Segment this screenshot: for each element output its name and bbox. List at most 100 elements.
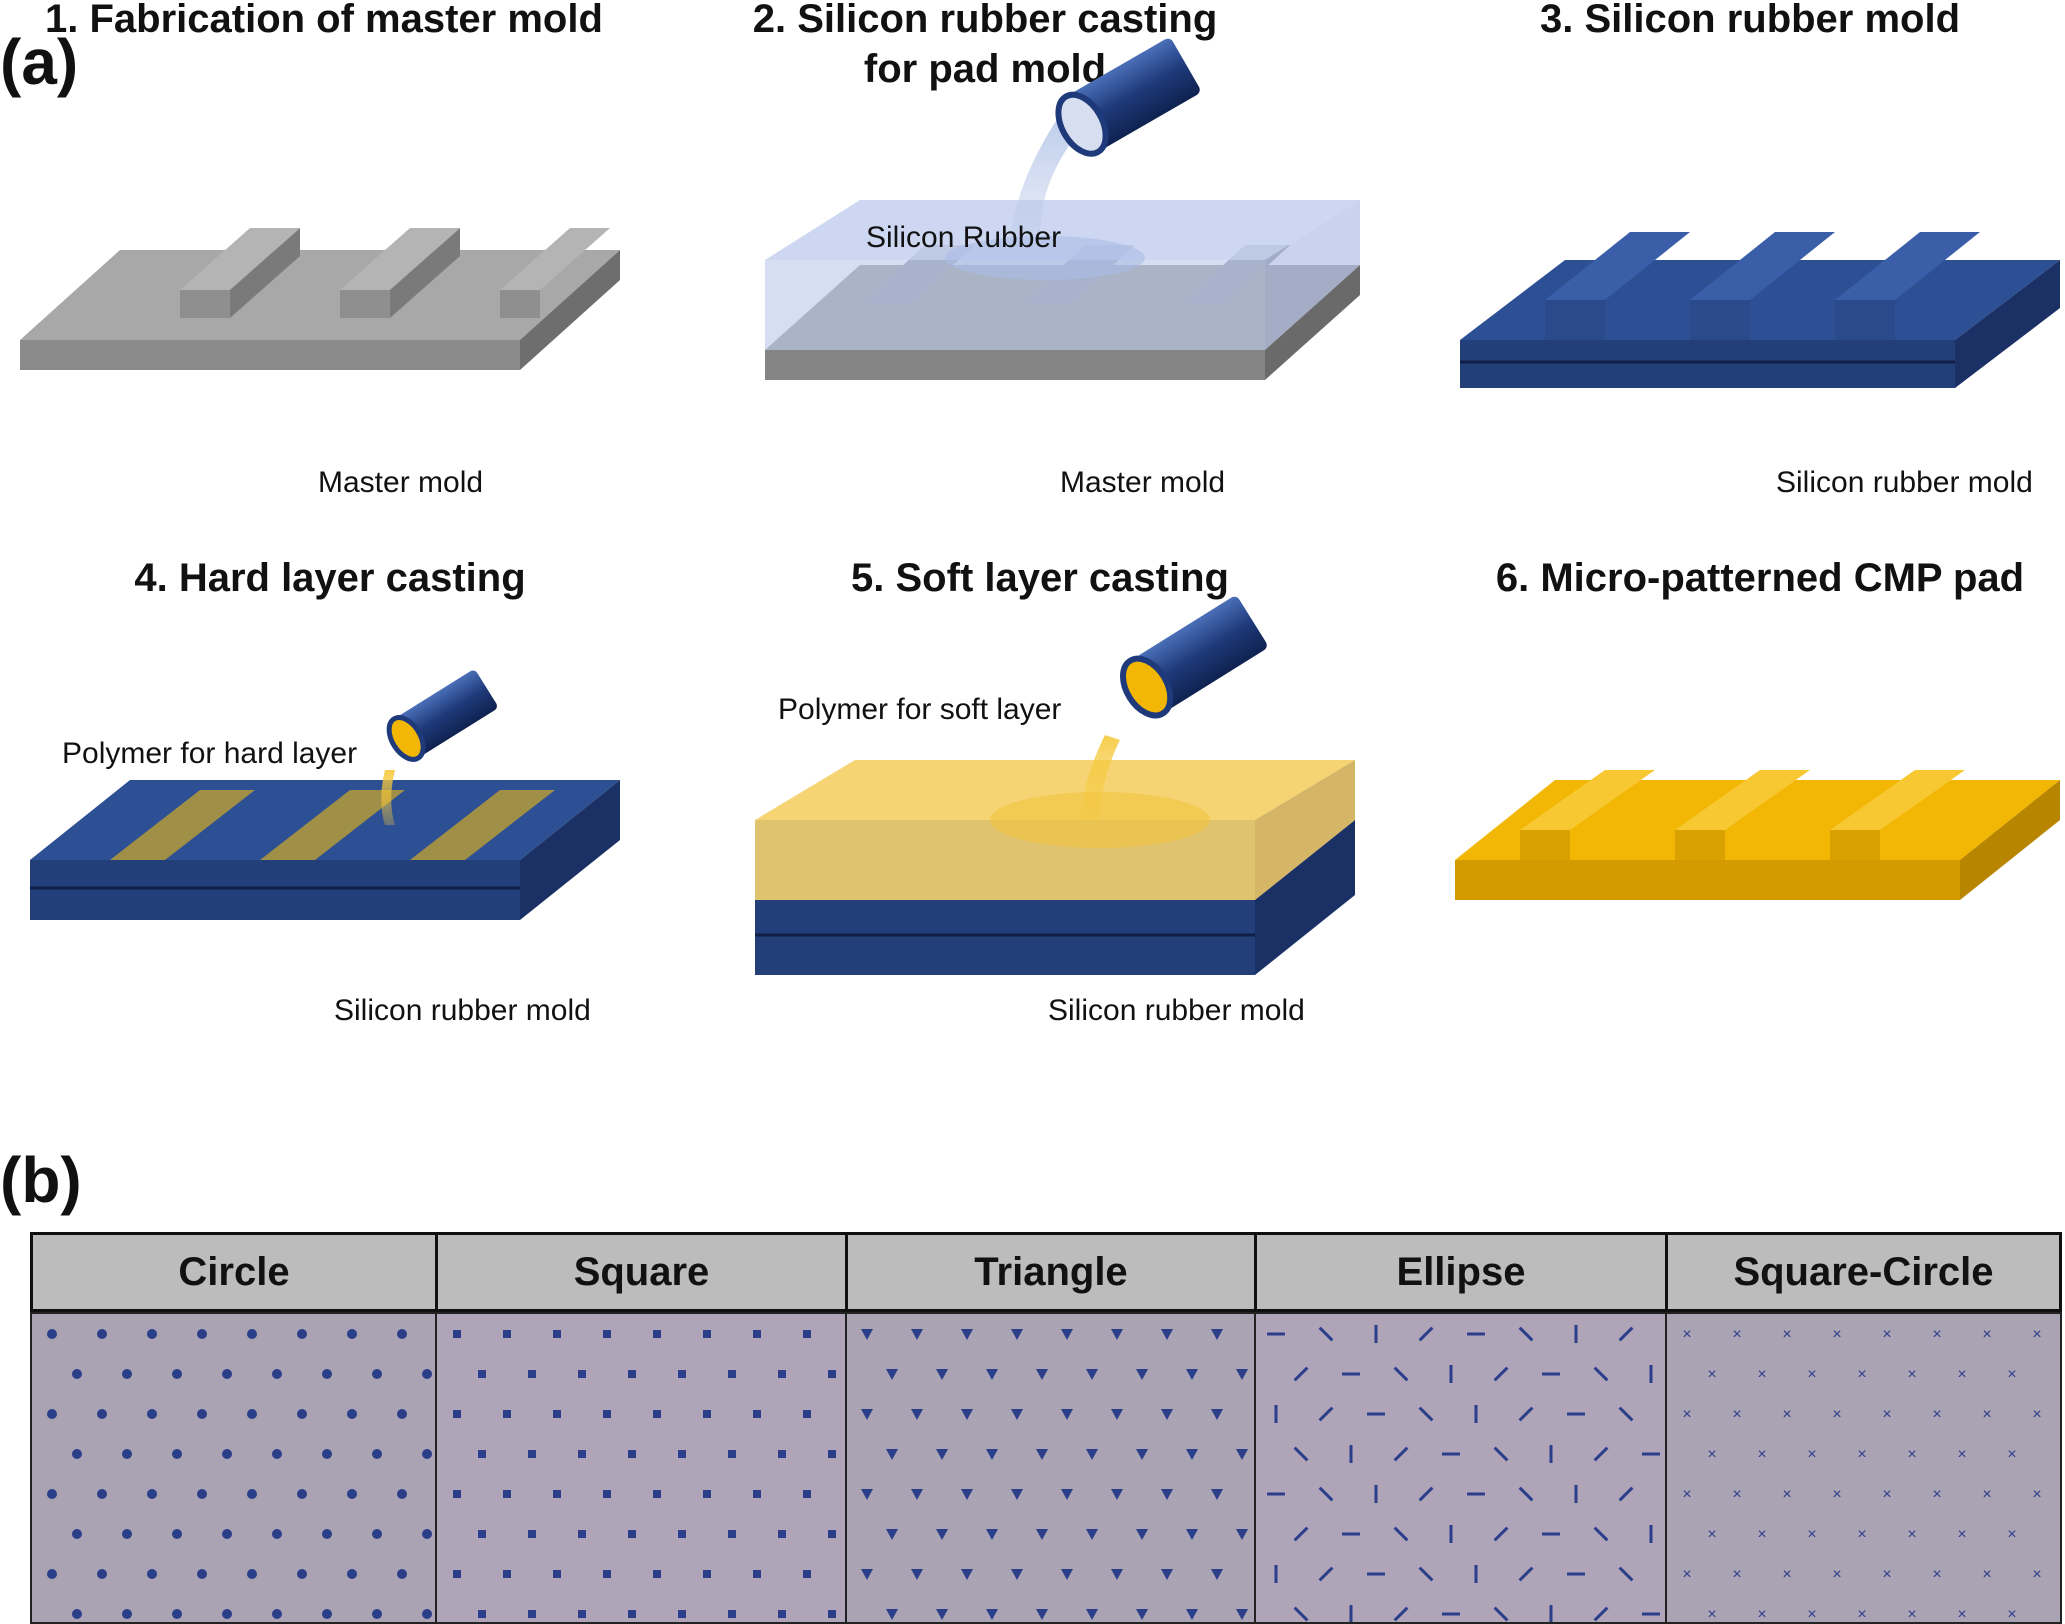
pattern-header-square-circle: Square-Circle: [1665, 1232, 2062, 1312]
cross-mark-mark: ×: [1732, 1566, 1741, 1583]
triangle-dot-mark: [1086, 1369, 1098, 1380]
square-dot-mark: [653, 1490, 661, 1498]
triangle-dot-mark: [1236, 1369, 1248, 1380]
square-dot-mark: [603, 1330, 611, 1338]
triangle-dot-mark: [861, 1329, 873, 1340]
triangle-dot-mark: [1111, 1569, 1123, 1580]
ellipse-dash-mark: [1393, 1366, 1409, 1382]
circle-dot-mark: [197, 1489, 207, 1499]
cross-mark-mark: ×: [1682, 1326, 1691, 1343]
cross-mark-mark: ×: [1807, 1446, 1816, 1463]
cross-mark-mark: ×: [1957, 1366, 1966, 1383]
ellipse-dash-pattern: [1256, 1314, 1666, 1622]
triangle-dot-mark: [1036, 1449, 1048, 1460]
ellipse-dash-mark: [1293, 1606, 1309, 1622]
square-dot-mark: [628, 1610, 636, 1618]
square-dot-mark: [728, 1530, 736, 1538]
square-dot-mark: [528, 1530, 536, 1538]
triangle-dot-mark: [1111, 1329, 1123, 1340]
circle-dot-mark: [72, 1609, 82, 1619]
square-dot-mark: [703, 1490, 711, 1498]
circle-dot-mark: [297, 1489, 307, 1499]
ellipse-dash-mark: [1518, 1406, 1534, 1422]
triangle-dot-mark: [1036, 1529, 1048, 1540]
ellipse-dash-mark: [1593, 1366, 1609, 1382]
square-dot-mark: [803, 1410, 811, 1418]
triangle-dot-mark: [986, 1369, 998, 1380]
circle-dot-mark: [372, 1609, 382, 1619]
triangle-dot-mark: [911, 1409, 923, 1420]
square-dot-mark: [628, 1530, 636, 1538]
step-1-title: 1. Fabrication of master mold: [45, 0, 603, 41]
square-dot-mark: [753, 1410, 761, 1418]
pad-tint: [437, 1314, 846, 1622]
circle-dot-mark: [47, 1489, 57, 1499]
circle-dot-mark: [197, 1409, 207, 1419]
ellipse-dash-mark: [1618, 1406, 1634, 1422]
square-dot-mark: [503, 1490, 511, 1498]
square-dot-mark: [553, 1330, 561, 1338]
circle-dot-mark: [247, 1329, 257, 1339]
cross-mark-mark: ×: [1782, 1486, 1791, 1503]
circle-dot-pattern: [32, 1314, 436, 1622]
ellipse-dash-mark: [1493, 1366, 1509, 1382]
cross-mark-mark: ×: [2032, 1326, 2041, 1343]
triangle-dot-mark: [1211, 1409, 1223, 1420]
cross-mark-pattern: ××××××××××××××××××××××××××××××××××××××××…: [1667, 1314, 2060, 1622]
triangle-dot-mark: [1136, 1529, 1148, 1540]
cross-mark-mark: ×: [1957, 1526, 1966, 1543]
triangle-dot-pattern: [847, 1314, 1255, 1622]
circle-dot-mark: [47, 1409, 57, 1419]
square-dot-mark: [803, 1570, 811, 1578]
triangle-dot-mark: [961, 1329, 973, 1340]
triangle-dot-mark: [936, 1529, 948, 1540]
circle-dot-mark: [222, 1449, 232, 1459]
square-dot-mark: [553, 1490, 561, 1498]
circle-dot-mark: [47, 1329, 57, 1339]
ellipse-dash-mark: [1518, 1486, 1534, 1502]
square-dot-mark: [653, 1570, 661, 1578]
step-2-title: 2. Silicon rubber casting for pad mold: [735, 0, 1235, 94]
square-dot-mark: [678, 1530, 686, 1538]
circle-dot-mark: [422, 1529, 432, 1539]
triangle-dot-mark: [1061, 1489, 1073, 1500]
cross-mark-mark: ×: [1982, 1566, 1991, 1583]
square-dot-mark: [828, 1610, 836, 1618]
ellipse-dash-mark: [1318, 1486, 1334, 1502]
cross-mark-mark: ×: [1807, 1526, 1816, 1543]
circle-dot-mark: [147, 1409, 157, 1419]
triangle-dot-mark: [1086, 1529, 1098, 1540]
pad-surface: [1667, 1314, 2060, 1622]
cross-mark-mark: ×: [1757, 1606, 1766, 1622]
ellipse-dash-mark: [1393, 1446, 1409, 1462]
cross-mark-mark: ×: [1682, 1406, 1691, 1423]
pad-tint: [1667, 1314, 2060, 1622]
square-dot-mark: [828, 1450, 836, 1458]
cross-mark-mark: ×: [1782, 1326, 1791, 1343]
ellipse-dash-mark: [1293, 1526, 1309, 1542]
pattern-header-triangle: Triangle: [845, 1232, 1257, 1312]
cross-mark-mark: ×: [1882, 1326, 1891, 1343]
ellipse-dash-mark: [1293, 1446, 1309, 1462]
square-dot-mark: [528, 1610, 536, 1618]
ellipse-dash-mark: [1318, 1406, 1334, 1422]
cross-mark-mark: ×: [1932, 1566, 1941, 1583]
triangle-dot-mark: [911, 1569, 923, 1580]
cross-mark-mark: ×: [1782, 1566, 1791, 1583]
circle-dot-mark: [47, 1569, 57, 1579]
cross-mark-mark: ×: [1957, 1606, 1966, 1622]
circle-dot-mark: [272, 1529, 282, 1539]
triangle-dot-mark: [1186, 1369, 1198, 1380]
cross-mark-mark: ×: [1757, 1366, 1766, 1383]
square-dot-mark: [578, 1450, 586, 1458]
pad-tint: [32, 1314, 436, 1622]
circle-dot-mark: [247, 1569, 257, 1579]
pattern-image-circle: [30, 1312, 438, 1624]
step-2-title-text: 2. Silicon rubber casting for pad mold: [752, 0, 1218, 91]
triangle-dot-mark: [961, 1489, 973, 1500]
square-dot-mark: [728, 1370, 736, 1378]
silicon-mold-illustration: [1460, 232, 2060, 388]
step-5-caption: Silicon rubber mold: [1048, 994, 1305, 1027]
cross-mark-mark: ×: [1857, 1606, 1866, 1622]
square-dot-mark: [578, 1370, 586, 1378]
